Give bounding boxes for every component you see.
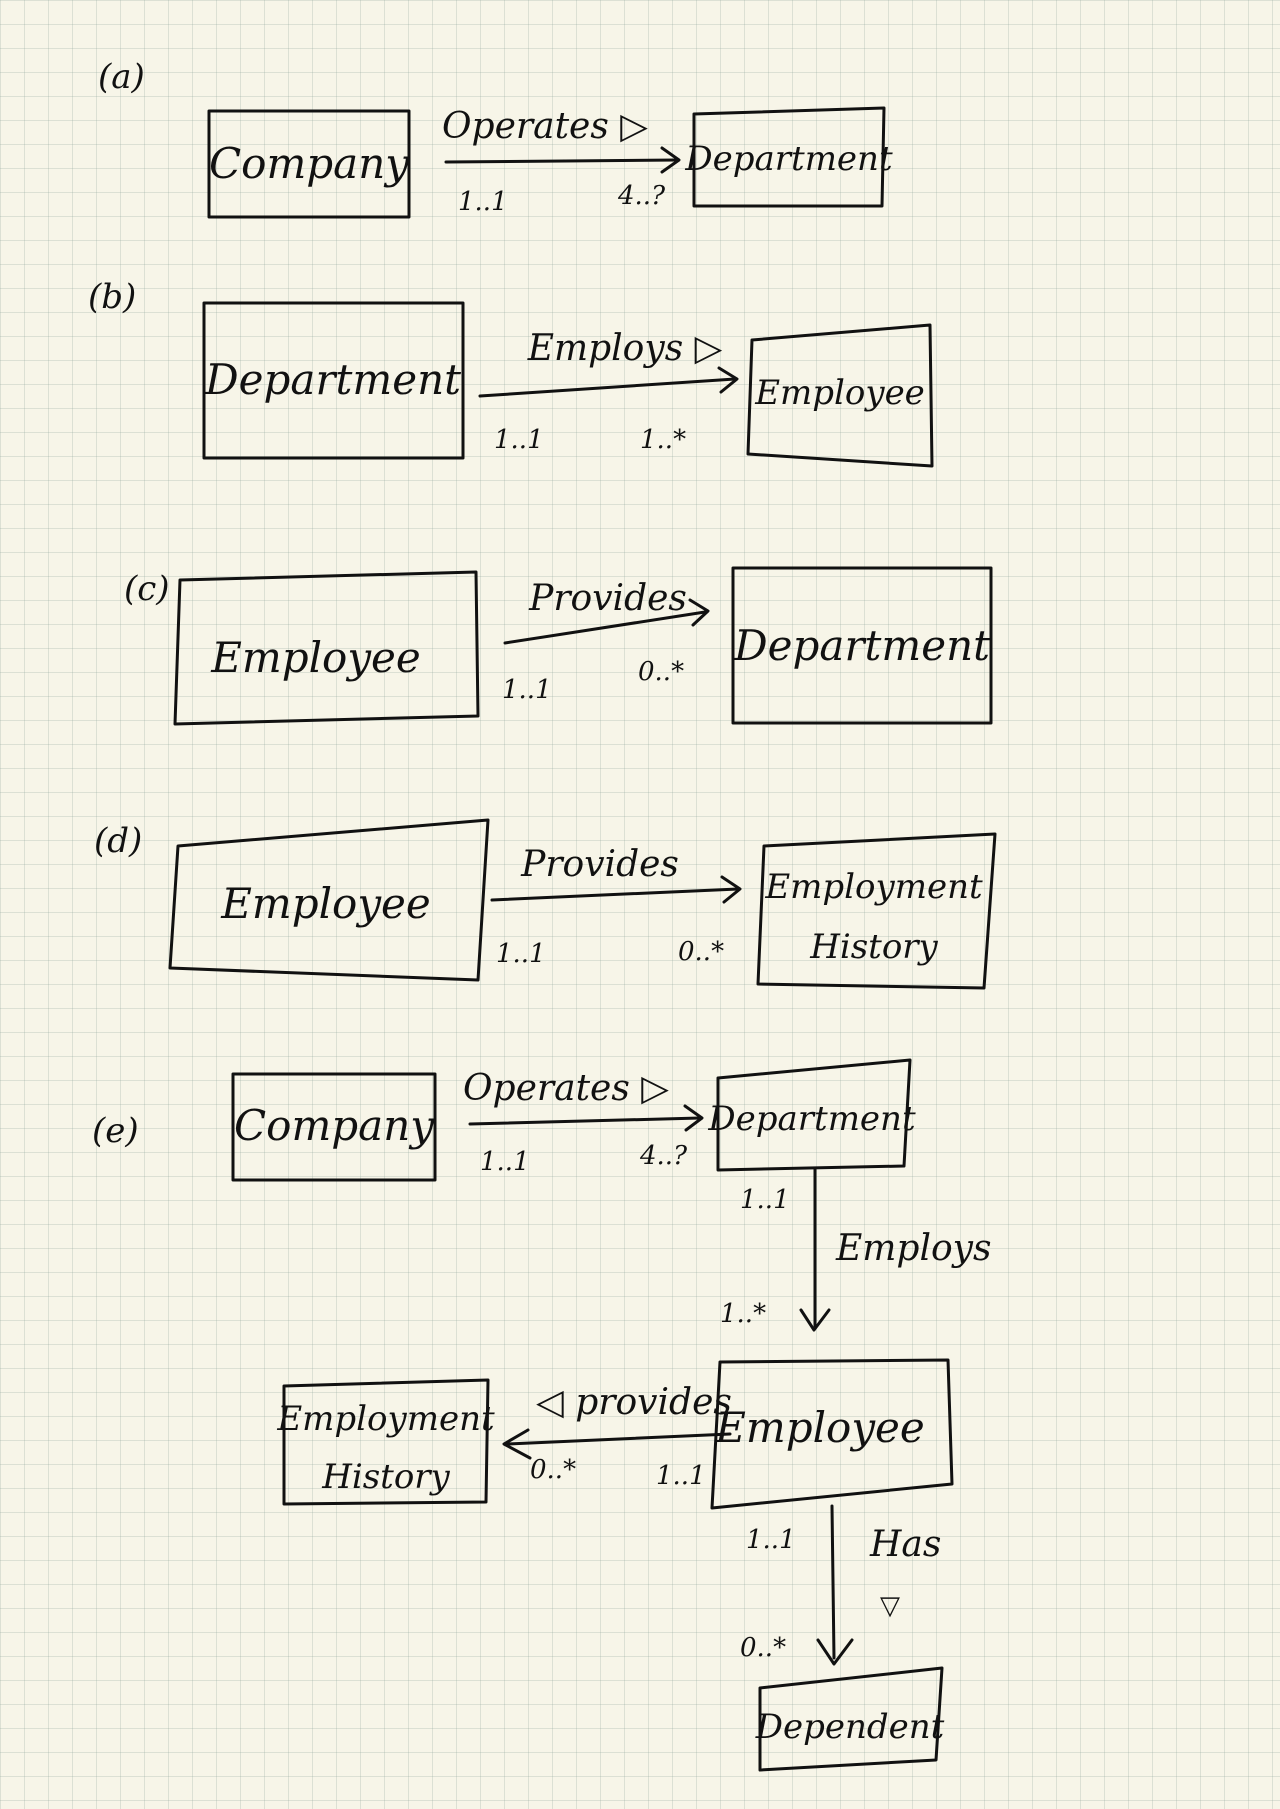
arrowhead-icon bbox=[688, 598, 710, 627]
multiplicity-company: 1..1 bbox=[480, 1147, 530, 1177]
association-label-operates: Operates ▷ bbox=[463, 1068, 669, 1109]
multiplicity-employee: 1..1 bbox=[502, 675, 552, 705]
class-box-employee bbox=[168, 818, 490, 982]
multiplicity-department: 4..? bbox=[617, 181, 666, 211]
multiplicity-department: 0..* bbox=[638, 657, 684, 687]
association-label-employs: Employs ▷ bbox=[527, 328, 723, 369]
class-box-employee bbox=[173, 570, 480, 726]
arrowhead-icon bbox=[683, 1104, 704, 1132]
triangle-down-icon: ▽ bbox=[880, 1591, 900, 1621]
multiplicity-employee: 1..1 bbox=[656, 1461, 706, 1491]
arrowhead-icon bbox=[660, 146, 681, 174]
association-line-operates bbox=[444, 158, 679, 164]
class-name-department: Department bbox=[707, 1099, 916, 1139]
association-line-provides bbox=[490, 887, 740, 902]
multiplicity-employee: 1..* bbox=[720, 1299, 766, 1329]
association-line-operates bbox=[468, 1116, 702, 1126]
association-label-operates: Operates ▷ bbox=[442, 106, 648, 147]
multiplicity-department: 1..1 bbox=[740, 1185, 790, 1215]
association-line-provides bbox=[503, 610, 707, 645]
class-name-employment-history-line1: Employment bbox=[764, 867, 983, 907]
association-label-provides: ◁ provides bbox=[536, 1382, 732, 1423]
class-name-company: Company bbox=[209, 139, 410, 188]
multiplicity-department: 4..? bbox=[639, 1141, 688, 1171]
part-b: (b) Department Employs ▷ 1..1 1..* Emplo… bbox=[88, 277, 934, 468]
part-d: (d) Employee Provides 1..1 0..* Employme… bbox=[94, 818, 997, 990]
class-box-department bbox=[716, 1058, 912, 1172]
association-label-provides: Provides bbox=[528, 578, 687, 619]
association-label-has: Has bbox=[869, 1524, 941, 1565]
class-name-employment-history-line2: History bbox=[809, 927, 938, 967]
class-box-dependent bbox=[758, 1666, 944, 1772]
class-box-company bbox=[207, 109, 411, 219]
multiplicity-employee: 1..1 bbox=[496, 939, 546, 969]
part-c: (c) Employee Provides 1..1 0..* Departme… bbox=[124, 566, 993, 726]
multiplicity-department: 1..1 bbox=[494, 425, 544, 455]
multiplicity-employee: 1..1 bbox=[746, 1525, 796, 1555]
class-box-employee bbox=[710, 1358, 954, 1510]
class-name-dependent: Dependent bbox=[755, 1707, 945, 1747]
association-line-provides bbox=[506, 1432, 732, 1446]
part-e: (e) Company Operates ▷ 1..1 4..? Departm… bbox=[92, 1058, 991, 1772]
arrowhead-icon bbox=[502, 1428, 532, 1460]
association-line-has bbox=[830, 1504, 836, 1660]
class-name-employee: Employee bbox=[714, 1403, 925, 1452]
arrowhead-icon bbox=[799, 1308, 831, 1332]
arrowhead-icon bbox=[720, 875, 742, 904]
association-label-provides: Provides bbox=[520, 844, 679, 885]
part-label-a: (a) bbox=[98, 57, 145, 97]
multiplicity-company: 1..1 bbox=[458, 187, 508, 217]
part-a: (a) Company Operates ▷ 1..1 4..? Departm… bbox=[98, 57, 893, 219]
class-name-employee: Employee bbox=[220, 879, 431, 928]
part-label-e: (e) bbox=[92, 1111, 139, 1151]
class-box-department bbox=[202, 301, 465, 460]
class-name-department: Department bbox=[733, 621, 990, 670]
part-label-d: (d) bbox=[94, 821, 142, 861]
class-name-company: Company bbox=[234, 1101, 435, 1150]
class-box-employment-history bbox=[756, 832, 997, 990]
multiplicity-employment-history: 0..* bbox=[678, 937, 724, 967]
part-label-c: (c) bbox=[124, 569, 170, 609]
class-name-department: Department bbox=[204, 355, 461, 404]
multiplicity-dependent: 0..* bbox=[740, 1633, 786, 1663]
class-name-employee: Employee bbox=[210, 633, 421, 682]
arrowhead-icon bbox=[816, 1638, 854, 1666]
class-box-employee bbox=[746, 323, 934, 468]
class-name-department: Department bbox=[684, 139, 893, 179]
multiplicity-employment-history: 0..* bbox=[530, 1455, 576, 1485]
class-box-company bbox=[231, 1072, 437, 1182]
class-name-employee: Employee bbox=[754, 373, 925, 413]
class-box-department bbox=[692, 106, 886, 208]
class-box-employment-history bbox=[282, 1378, 490, 1506]
association-label-employs: Employs bbox=[835, 1228, 991, 1269]
association-line-employs bbox=[478, 377, 737, 398]
multiplicity-employee: 1..* bbox=[640, 425, 686, 455]
class-name-employment-history-line1: Employment bbox=[276, 1399, 495, 1439]
class-name-employment-history-line2: History bbox=[321, 1457, 450, 1497]
class-box-department bbox=[731, 566, 993, 725]
part-label-b: (b) bbox=[88, 277, 136, 317]
arrowhead-icon bbox=[717, 366, 739, 394]
